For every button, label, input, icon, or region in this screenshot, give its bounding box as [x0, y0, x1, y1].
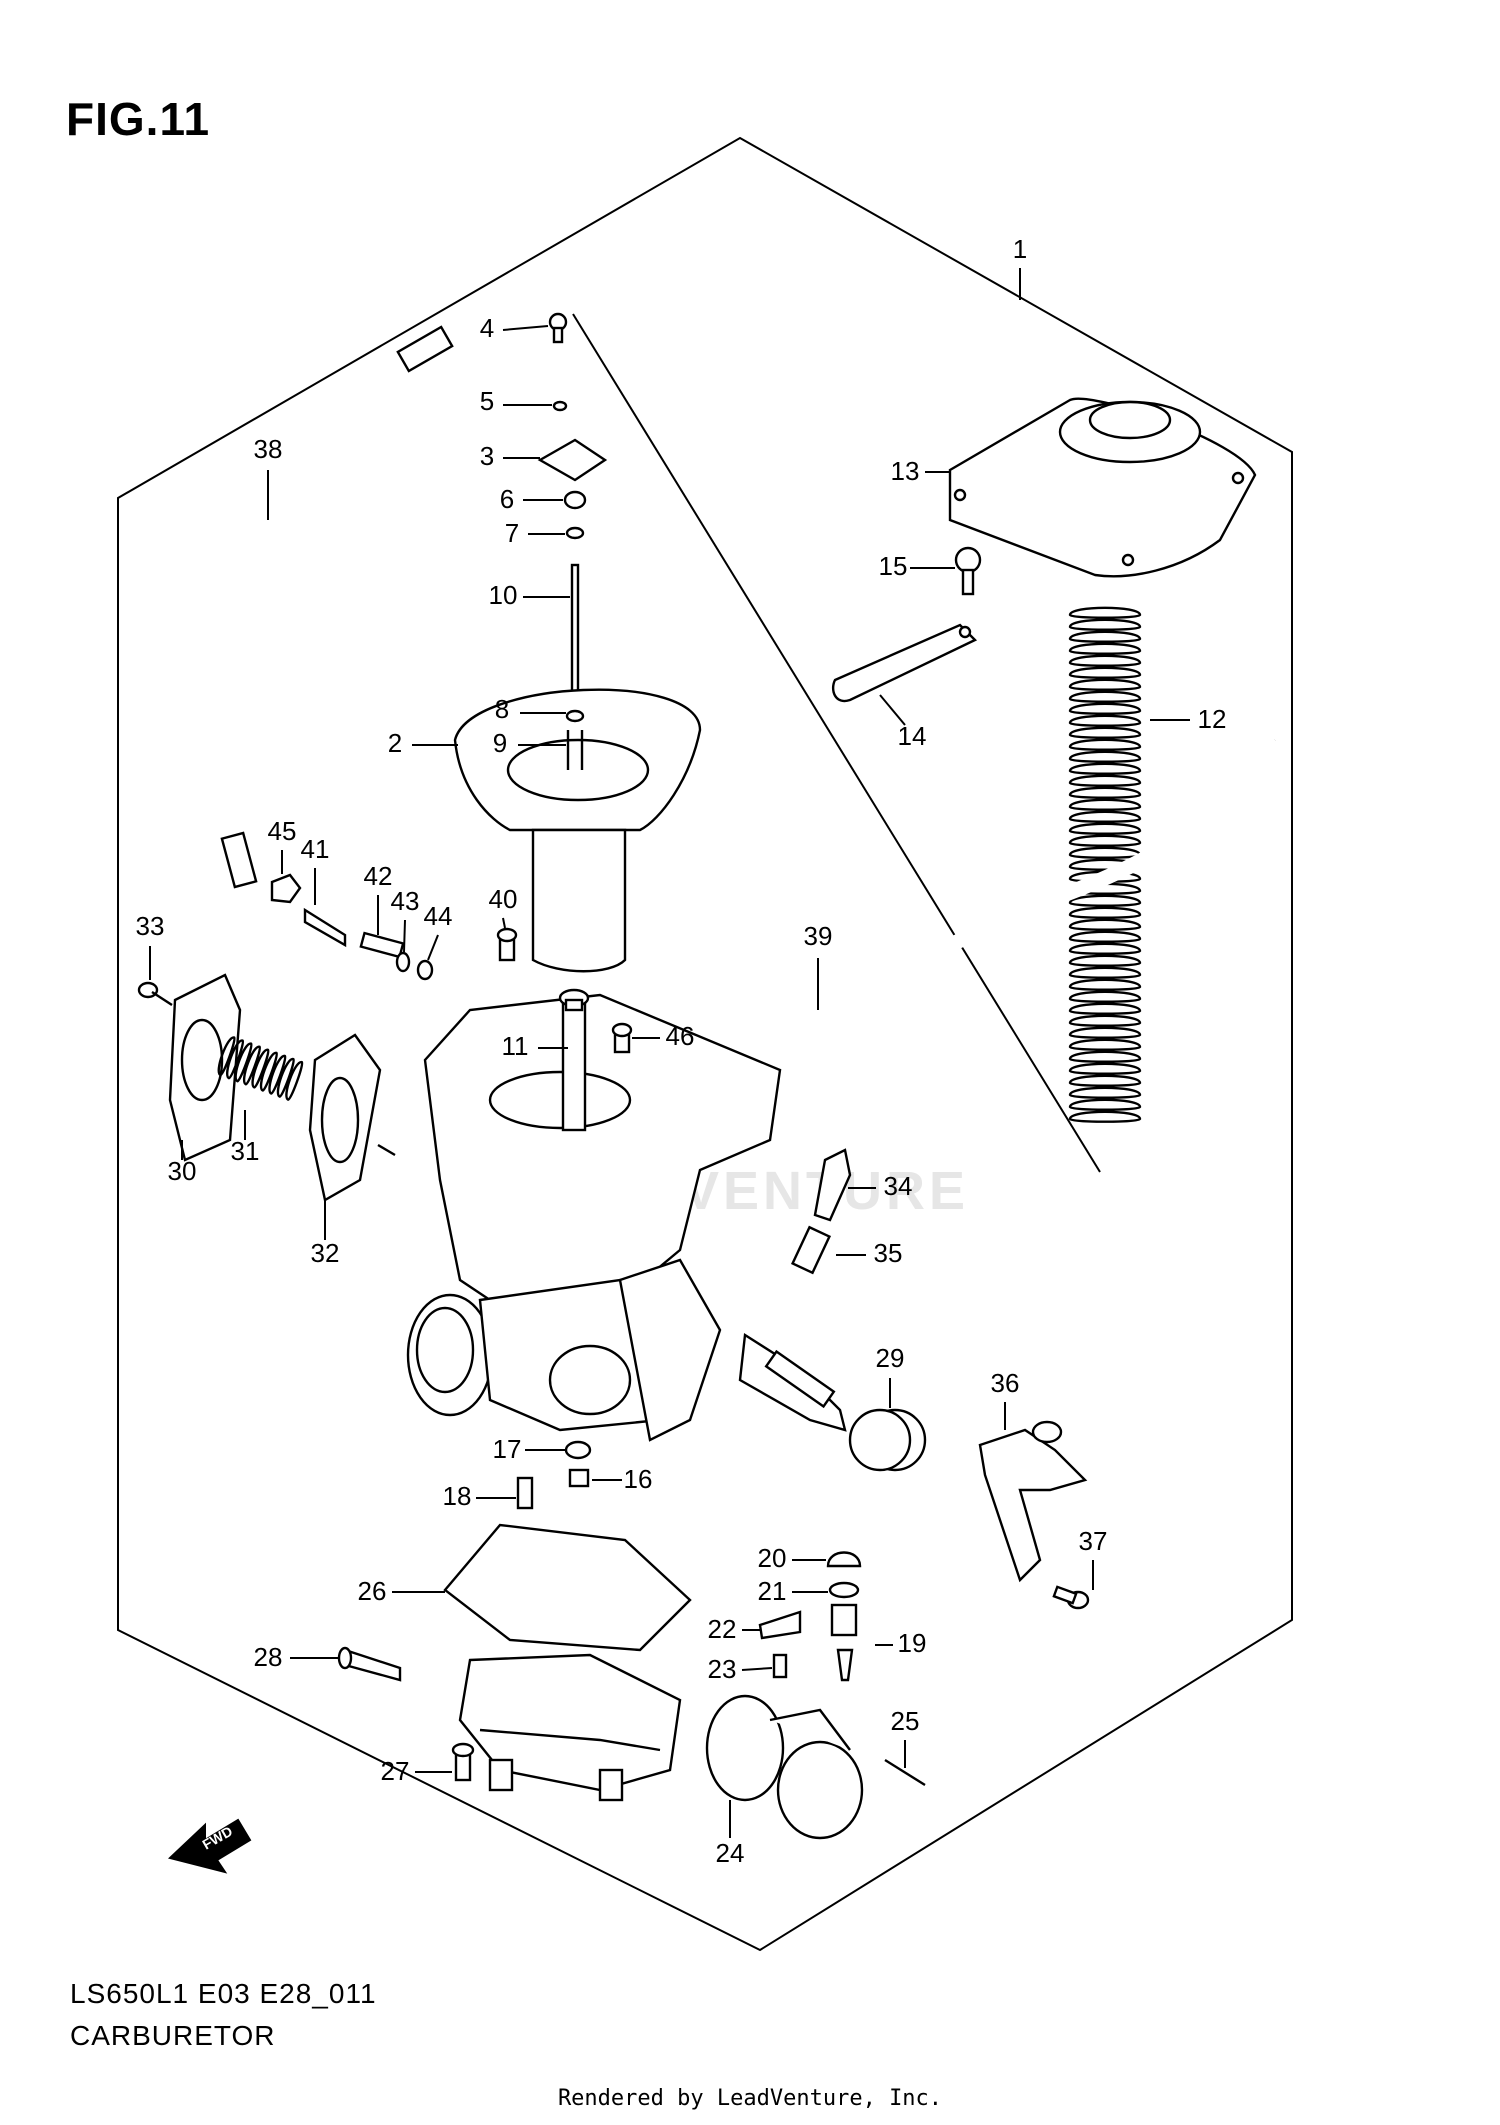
- idle-adjuster: [738, 1332, 927, 1472]
- spring31-coils: [217, 1036, 304, 1101]
- callout-46: 46: [666, 1021, 695, 1051]
- callout-37: 37: [1079, 1526, 1108, 1556]
- callout-8: 8: [495, 694, 509, 724]
- callout-1: 1: [1013, 234, 1027, 264]
- callout-4: 4: [480, 313, 494, 343]
- callout-labels: 1234567891011121314151617181920212223242…: [136, 234, 1227, 1868]
- callout-22: 22: [708, 1614, 737, 1644]
- callout-35: 35: [874, 1238, 903, 1268]
- callout-18: 18: [443, 1481, 472, 1511]
- leader-line-44: [427, 934, 439, 961]
- pump-spring: [217, 1036, 304, 1101]
- callout-27: 27: [381, 1756, 410, 1786]
- model-code: LS650L1 E03 E28_011: [70, 1978, 377, 2009]
- callout-10: 10: [489, 580, 518, 610]
- callout-9: 9: [493, 728, 507, 758]
- carburetor-body: [406, 988, 782, 1442]
- choke-cable: [212, 325, 454, 889]
- callout-32: 32: [311, 1238, 340, 1268]
- callout-28: 28: [254, 1642, 283, 1672]
- callout-16: 16: [624, 1464, 653, 1494]
- needle-retainer-parts: [537, 312, 608, 540]
- frame-diagonal: [572, 313, 1101, 1173]
- pilot-screw: [790, 1148, 852, 1275]
- callout-25: 25: [891, 1706, 920, 1736]
- callout-23: 23: [708, 1654, 737, 1684]
- spring12-coils: [1068, 606, 1142, 1123]
- leader-line-14: [879, 694, 906, 726]
- callout-39: 39: [804, 921, 833, 951]
- leader-line-40: [502, 917, 506, 929]
- callout-26: 26: [358, 1576, 387, 1606]
- leader-line-4: [502, 325, 549, 331]
- forward-arrow-icon: FWD: [167, 1818, 252, 1874]
- callout-43: 43: [391, 886, 420, 916]
- callout-11: 11: [502, 1031, 529, 1061]
- callout-3: 3: [480, 441, 494, 471]
- callout-38: 38: [254, 434, 283, 464]
- jet-needle: [570, 563, 580, 697]
- callout-44: 44: [424, 901, 453, 931]
- float-chamber: [443, 1523, 692, 1802]
- callout-20: 20: [758, 1543, 787, 1573]
- callout-2: 2: [388, 728, 402, 758]
- figure-caption: CARBURETOR: [70, 2020, 276, 2051]
- render-credit: Rendered by LeadVenture, Inc.: [557, 2086, 943, 2111]
- callout-31: 31: [231, 1136, 260, 1166]
- large-spring: [1068, 606, 1142, 1123]
- small-hardware: [137, 546, 1090, 1787]
- assembly-frame: [117, 136, 1293, 1952]
- callout-29: 29: [876, 1343, 905, 1373]
- diaphragm-piston: [453, 688, 702, 973]
- leader-line-43: [403, 919, 406, 953]
- callout-34: 34: [884, 1171, 913, 1201]
- figure-title: FIG.11: [66, 93, 211, 145]
- callout-36: 36: [991, 1368, 1020, 1398]
- callout-24: 24: [716, 1838, 745, 1868]
- callout-40: 40: [489, 884, 518, 914]
- callout-41: 41: [301, 834, 330, 864]
- callout-5: 5: [480, 386, 494, 416]
- callout-13: 13: [891, 456, 920, 486]
- callout-21: 21: [758, 1576, 787, 1606]
- float: [705, 1694, 864, 1840]
- callout-19: 19: [898, 1628, 927, 1658]
- callout-6: 6: [500, 484, 514, 514]
- callout-15: 15: [879, 551, 908, 581]
- callout-42: 42: [364, 861, 393, 891]
- callout-12: 12: [1198, 704, 1227, 734]
- callout-14: 14: [898, 721, 927, 751]
- callout-17: 17: [493, 1434, 522, 1464]
- callout-45: 45: [268, 816, 297, 846]
- top-cap: [948, 397, 1257, 578]
- leader-line-23: [741, 1667, 773, 1671]
- callout-33: 33: [136, 911, 165, 941]
- callout-30: 30: [168, 1156, 197, 1186]
- callout-7: 7: [505, 518, 519, 548]
- accelerator-pump: [168, 973, 396, 1202]
